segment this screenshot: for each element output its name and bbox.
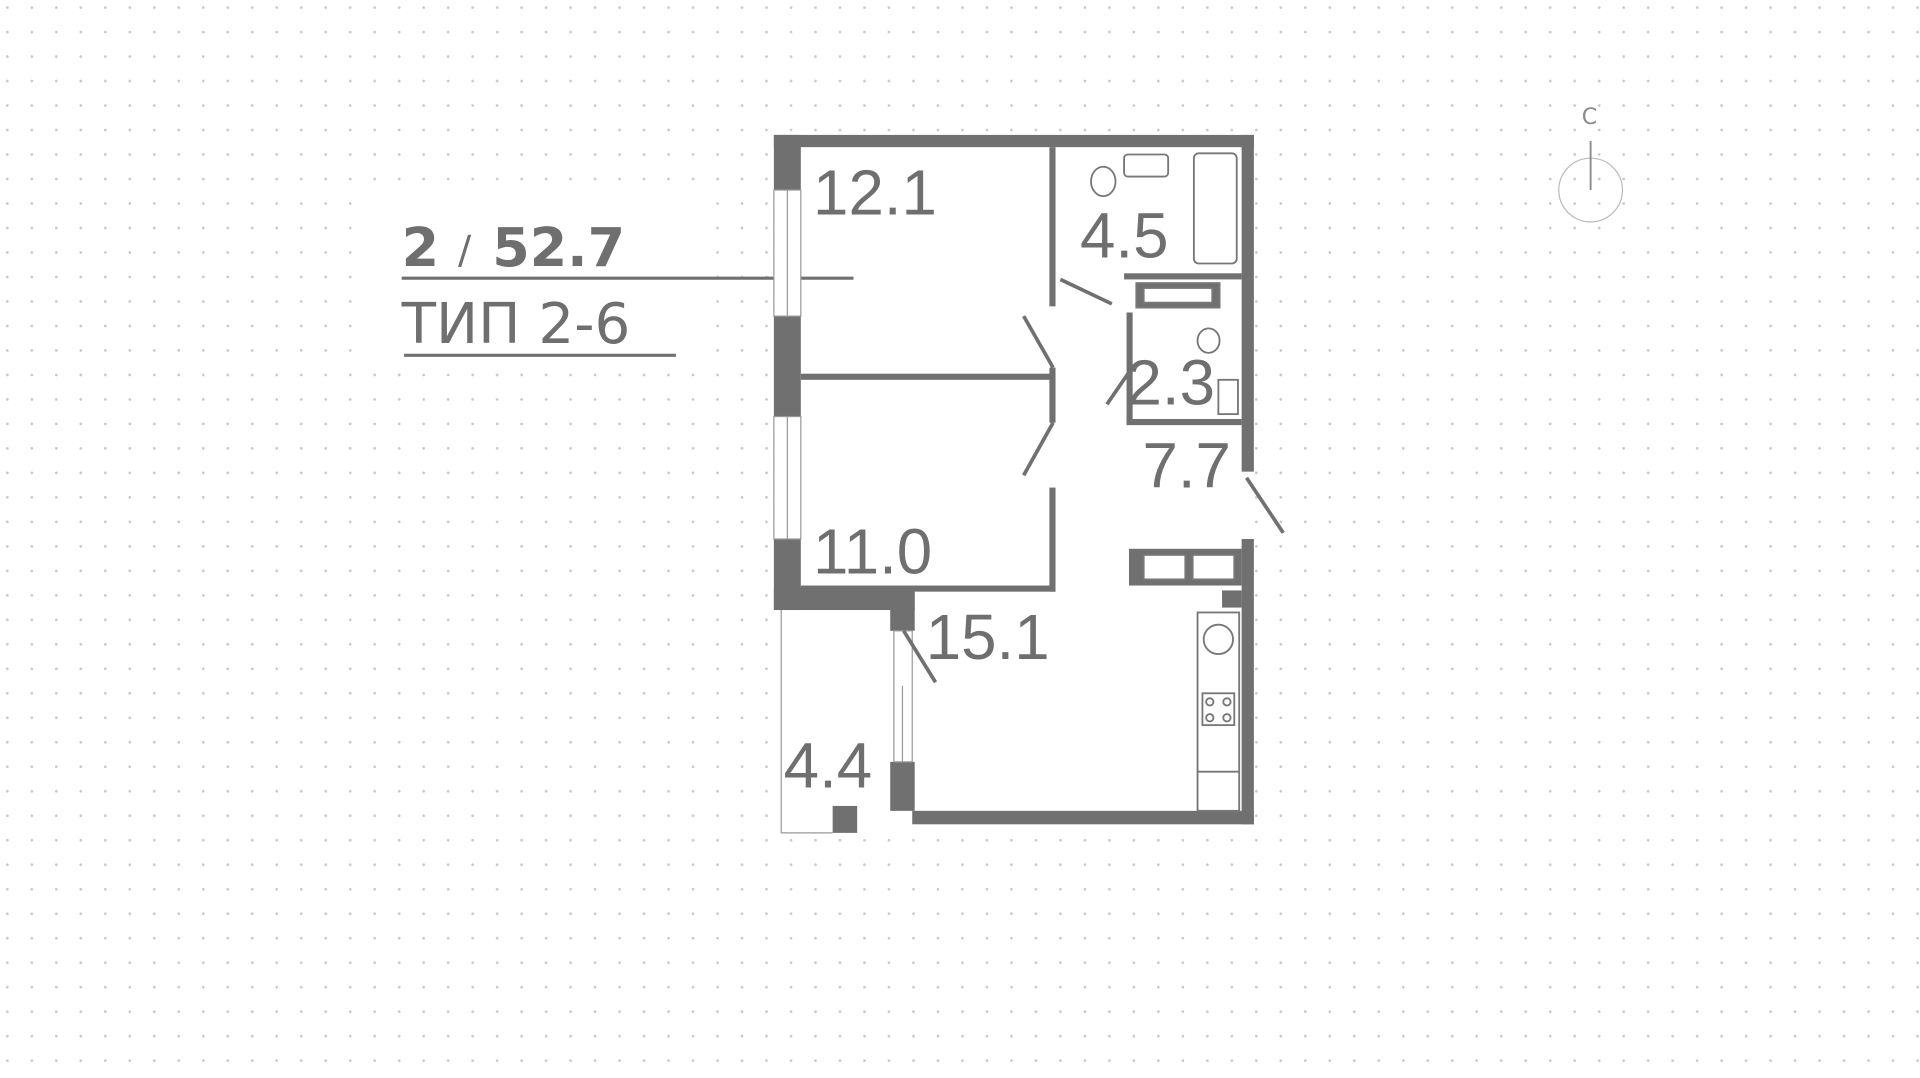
toilet-icon-2 (1196, 327, 1221, 354)
room-area-kitchen-living: 15.1 (926, 602, 1050, 673)
plan-backdrop (773, 134, 1254, 840)
room-area-bathroom: 4.5 (1080, 200, 1169, 271)
room-area-toilet: 2.3 (1127, 347, 1216, 418)
room-area-bedroom-2: 11.0 (813, 516, 932, 587)
separator: / (458, 228, 472, 273)
toilet-icon (1090, 165, 1117, 198)
sink-icon (1123, 153, 1170, 178)
doors (902, 277, 1285, 684)
windows (773, 189, 913, 834)
apartment-type: ТИП 2-6 (401, 292, 631, 357)
room-count: 2 (402, 216, 439, 279)
room-area-bedroom-1: 12.1 (813, 158, 937, 229)
stove-icon (1201, 692, 1236, 727)
room-area-balcony: 4.4 (784, 731, 873, 802)
compass-north-label: С (1582, 105, 1597, 130)
total-area: 52.7 (492, 216, 625, 279)
room-area-hallway: 7.7 (1142, 431, 1231, 502)
fixtures (1090, 152, 1241, 812)
sink-round-icon (1202, 623, 1234, 656)
bathtub-icon (1192, 152, 1238, 265)
compass-icon: С (1558, 105, 1624, 223)
room-labels: 12.1 4.5 2.3 7.7 11.0 15.1 4.4 (784, 158, 1231, 802)
